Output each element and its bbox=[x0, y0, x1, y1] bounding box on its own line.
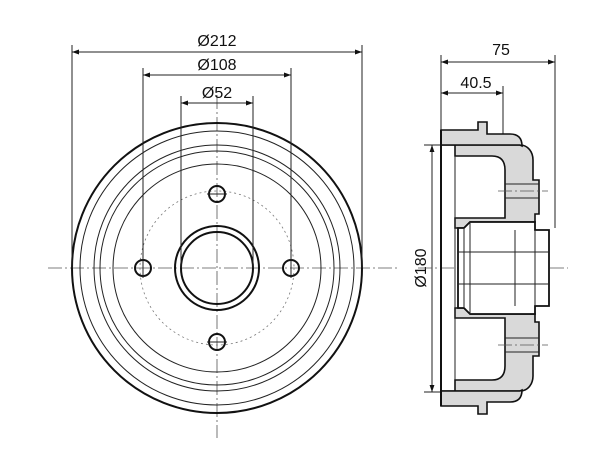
bolt-pitch-circle bbox=[139, 190, 295, 346]
dim-text-overall-width: 75 bbox=[492, 42, 510, 59]
dim-text-outer-diameter: Ø212 bbox=[197, 33, 236, 50]
lower-rim-section bbox=[440, 388, 523, 415]
hub-outer-circle bbox=[174, 225, 260, 311]
front-view: Ø212 Ø108 Ø52 bbox=[48, 33, 400, 438]
drum-face-circle bbox=[99, 150, 335, 386]
braking-surface-circle bbox=[93, 144, 341, 392]
dim-text-hub-bore: Ø52 bbox=[202, 85, 232, 102]
upper-rim-section bbox=[440, 121, 523, 148]
dim-text-hub-offset: 40.5 bbox=[460, 75, 491, 92]
dim-text-bolt-circle: Ø108 bbox=[197, 57, 236, 74]
hub-shoulder-circle bbox=[112, 163, 322, 373]
side-section-view: 75 40.5 Ø180 bbox=[413, 42, 568, 415]
rim-inner-circle bbox=[79, 130, 355, 406]
